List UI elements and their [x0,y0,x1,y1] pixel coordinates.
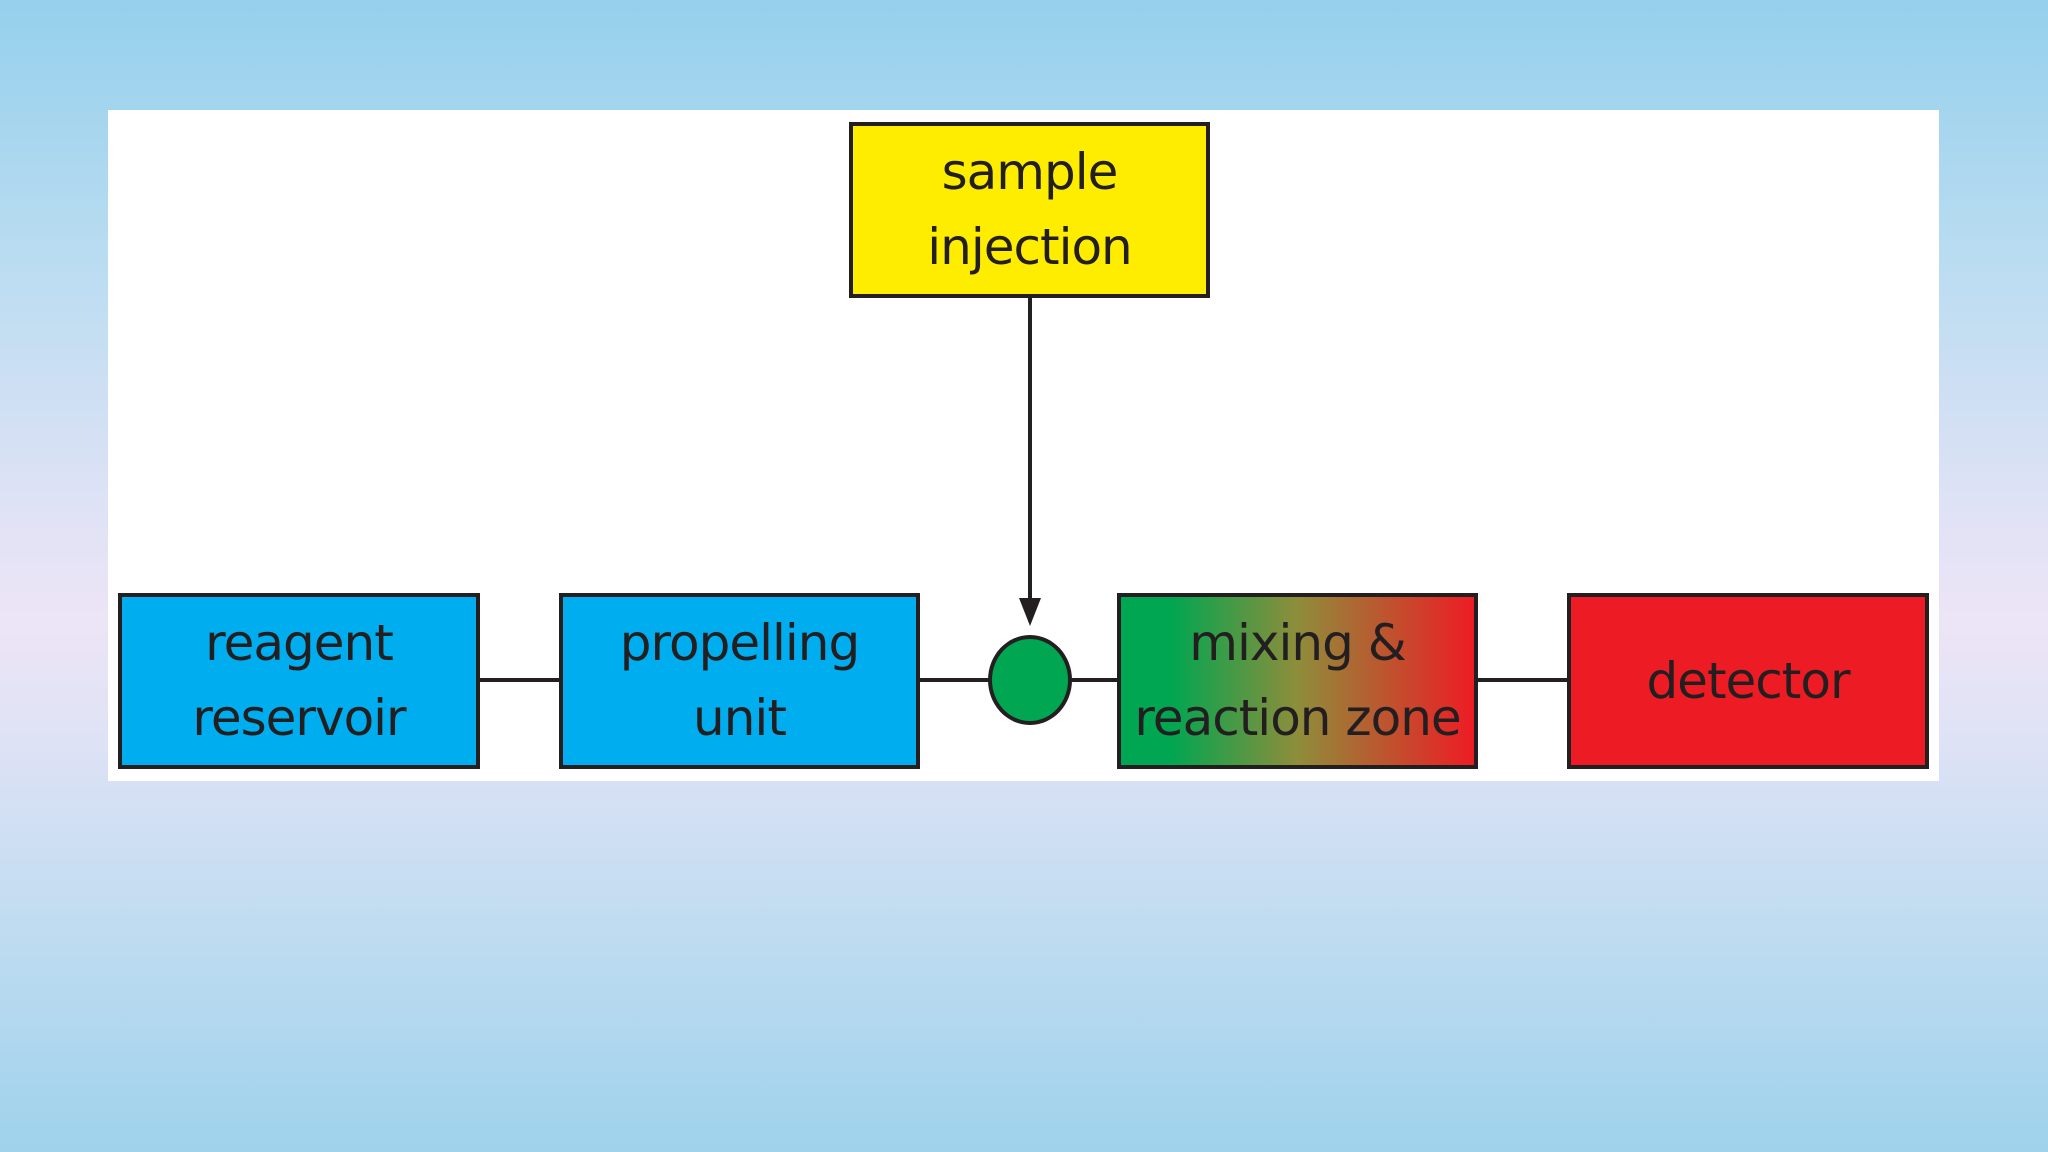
sample-injection-label: sample injection [927,143,1133,276]
propelling-unit-box: propelling unit [559,593,920,769]
detector-label: detector [1646,651,1850,710]
mixing-reaction-zone-label: mixing & reaction zone [1134,614,1461,747]
mixing-reaction-zone-box: mixing & reaction zone [1117,593,1478,769]
detector-box: detector [1567,593,1929,769]
arrow-head-icon [1019,598,1041,626]
diagram-panel: sample injection reagent reservoir prope… [108,110,1939,781]
connector-injection-to-junction [1028,296,1032,618]
reagent-reservoir-box: reagent reservoir [118,593,480,769]
propelling-unit-label: propelling unit [619,614,860,747]
reagent-reservoir-label: reagent reservoir [192,614,406,747]
sample-junction-node [988,635,1072,725]
connector-mixing-to-detector [1476,678,1580,682]
sample-injection-box: sample injection [849,122,1210,298]
connector-reservoir-to-propelling [479,678,563,682]
